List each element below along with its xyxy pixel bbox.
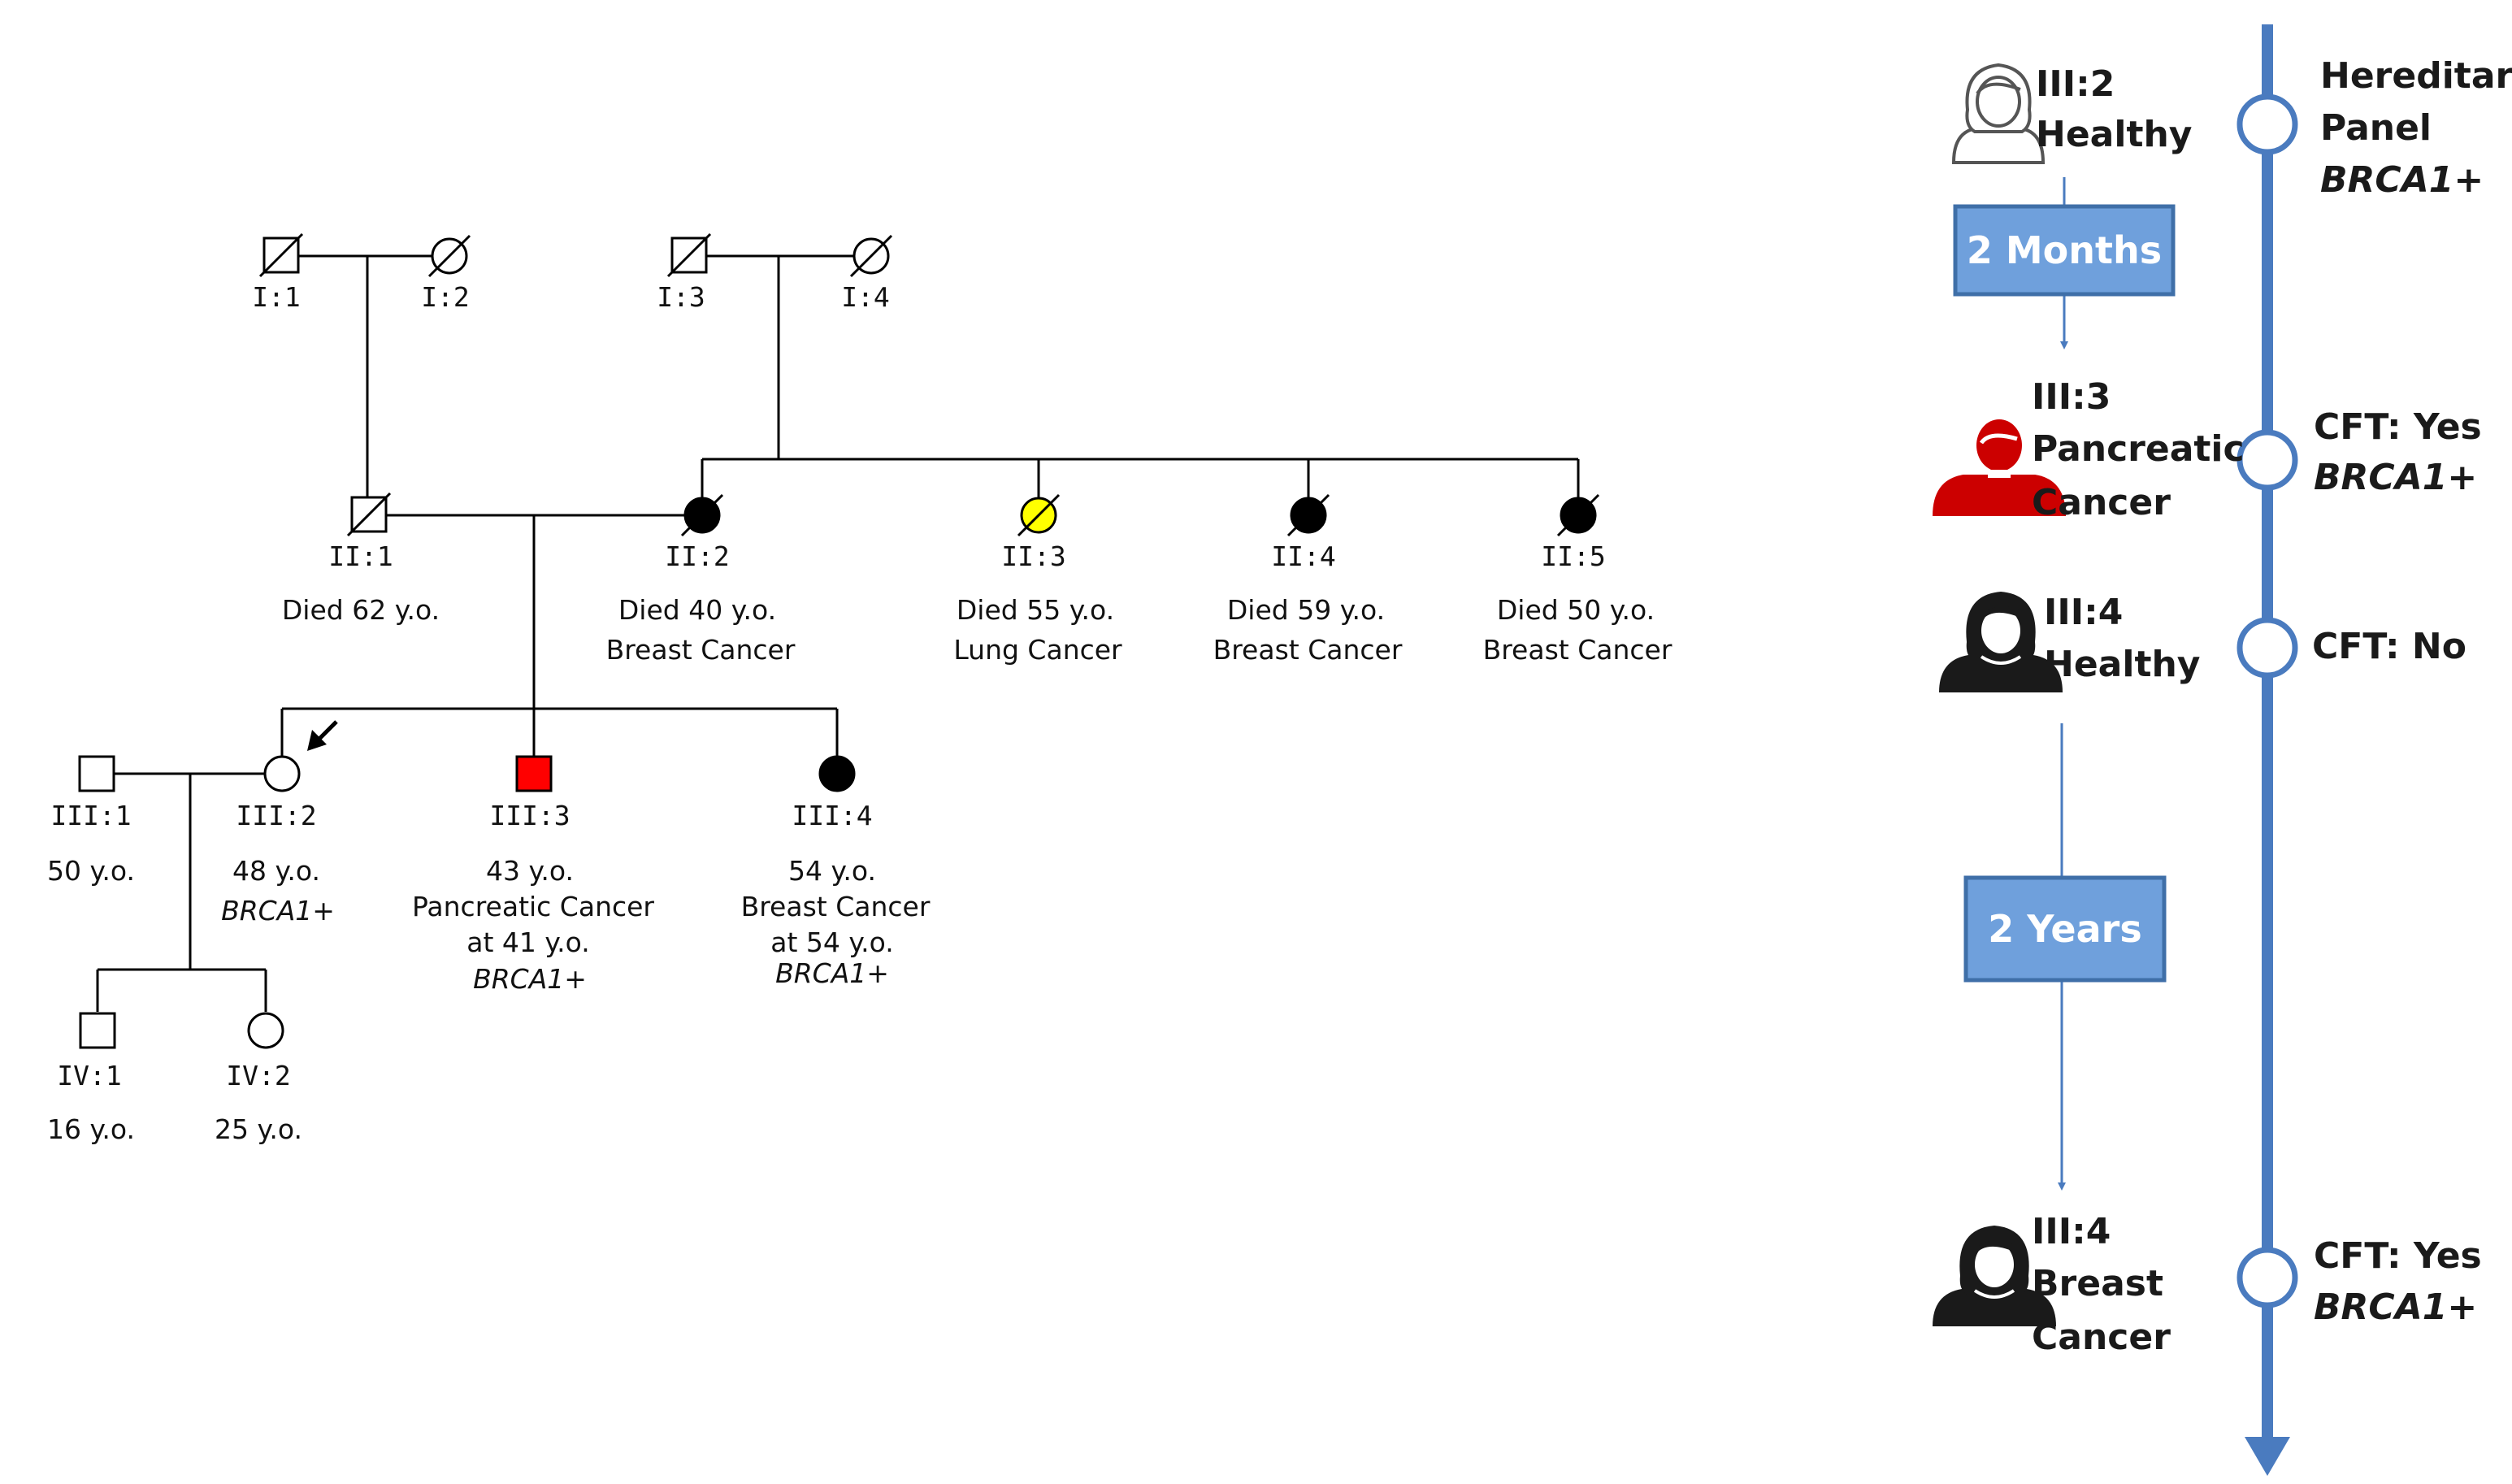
desc-II1-line1: Died 62 y.o. bbox=[282, 594, 440, 626]
interval-label-2: 2 Years bbox=[1988, 907, 2141, 951]
pedigree-lines bbox=[96, 254, 1580, 1012]
deceased-slash-II4 bbox=[1286, 493, 1330, 537]
gen1-individuals: I:1 I:2 I:3 I:4 bbox=[252, 232, 893, 313]
desc-III4-line1: 54 y.o. bbox=[788, 855, 876, 887]
woman-outline-icon bbox=[1951, 63, 2046, 164]
event4-person-line2: Breast bbox=[2032, 1263, 2163, 1304]
desc-III3-line3: at 41 y.o. bbox=[466, 926, 590, 958]
individual-IV1-square bbox=[79, 1012, 116, 1049]
timeline-node-2 bbox=[2237, 429, 2298, 491]
label-III1: III:1 bbox=[50, 800, 131, 831]
event1-person-line1: III:2 bbox=[2036, 63, 2115, 105]
interval-label-1: 2 Months bbox=[1967, 228, 2162, 272]
timeline-node-3 bbox=[2237, 617, 2298, 679]
timeline-node-4 bbox=[2237, 1247, 2298, 1308]
pedigree-chart: I:1 I:2 I:3 I:4 II:1 Died 62 y.o. II:2 D… bbox=[47, 232, 1672, 1145]
desc-II3-line2: Lung Cancer bbox=[953, 634, 1122, 666]
timeline-arrow-icon bbox=[2245, 1437, 2290, 1476]
deceased-slash-II3 bbox=[1017, 493, 1061, 537]
deceased-slash-I3 bbox=[666, 232, 712, 278]
timeline-node-1 bbox=[2237, 93, 2298, 155]
event3-test-line1: CFT: No bbox=[2312, 626, 2466, 667]
event1-test-line3: BRCA1+ bbox=[2320, 159, 2484, 201]
man-red-icon bbox=[1933, 419, 2066, 516]
label-I1: I:1 bbox=[252, 281, 301, 313]
gen3-individuals: III:1 50 y.o. III:2 48 y.o. BRCA1+ III:3… bbox=[47, 720, 931, 995]
desc-II2-line1: Died 40 y.o. bbox=[618, 594, 776, 626]
event1-person-line2: Healthy bbox=[2036, 114, 2192, 155]
desc-III1-line1: 50 y.o. bbox=[47, 855, 135, 887]
individual-III2-circle bbox=[263, 755, 301, 792]
desc-III2-line2: BRCA1+ bbox=[221, 895, 335, 926]
event2-test-line2: BRCA1+ bbox=[2314, 457, 2477, 498]
event1-test-line2: Panel bbox=[2320, 107, 2432, 149]
event2-person-line3: Cancer bbox=[2032, 482, 2171, 523]
desc-IV1-line1: 16 y.o. bbox=[47, 1113, 135, 1145]
desc-III4-line3: at 54 y.o. bbox=[770, 926, 894, 958]
desc-IV2-line1: 25 y.o. bbox=[215, 1113, 302, 1145]
deceased-slash-I2 bbox=[427, 234, 471, 278]
event4-person-line3: Cancer bbox=[2032, 1317, 2171, 1358]
desc-II4-line1: Died 59 y.o. bbox=[1227, 594, 1385, 626]
event1-test-line1: Hereditary bbox=[2320, 55, 2512, 97]
label-III3: III:3 bbox=[489, 800, 570, 831]
deceased-slash-I1 bbox=[258, 232, 304, 278]
label-III4: III:4 bbox=[792, 800, 872, 831]
label-II4: II:4 bbox=[1271, 540, 1335, 572]
label-II2: II:2 bbox=[665, 540, 729, 572]
desc-III3-line2: Pancreatic Cancer bbox=[412, 891, 654, 922]
woman-black-icon bbox=[1939, 592, 2063, 692]
timeline: 2 Months 2 Years bbox=[1933, 24, 2512, 1476]
individual-IV2-circle bbox=[247, 1012, 284, 1049]
individual-III1-square bbox=[78, 755, 115, 792]
interval-box-2: 2 Years bbox=[1963, 875, 2167, 983]
gen2-individuals: II:1 Died 62 y.o. II:2 Died 40 y.o. Brea… bbox=[282, 492, 1672, 666]
desc-III4-line2: Breast Cancer bbox=[741, 891, 931, 922]
woman-black-icon bbox=[1933, 1226, 2056, 1326]
desc-III2-line1: 48 y.o. bbox=[232, 855, 320, 887]
desc-II3-line1: Died 55 y.o. bbox=[957, 594, 1114, 626]
event2-test-line1: CFT: Yes bbox=[2314, 406, 2482, 448]
label-I4: I:4 bbox=[841, 281, 890, 313]
event3-person-line1: III:4 bbox=[2044, 592, 2123, 633]
desc-II5-line1: Died 50 y.o. bbox=[1497, 594, 1655, 626]
desc-II4-line2: Breast Cancer bbox=[1213, 634, 1403, 666]
label-II5: II:5 bbox=[1541, 540, 1605, 572]
label-I3: I:3 bbox=[657, 281, 705, 313]
event2-person-line2: Pancreatic bbox=[2032, 428, 2245, 470]
individual-III3-square bbox=[515, 755, 553, 792]
desc-II2-line2: Breast Cancer bbox=[606, 634, 796, 666]
label-II3: II:3 bbox=[1001, 540, 1065, 572]
deceased-slash-II2 bbox=[680, 493, 724, 537]
interval-box-1: 2 Months bbox=[1953, 204, 2176, 297]
deceased-slash-I4 bbox=[849, 234, 893, 278]
gen4-individuals: IV:1 16 y.o. IV:2 25 y.o. bbox=[47, 1012, 302, 1145]
event3-person-line2: Healthy bbox=[2044, 644, 2200, 685]
label-IV1: IV:1 bbox=[57, 1060, 121, 1091]
event4-test-line2: BRCA1+ bbox=[2314, 1287, 2477, 1328]
label-I2: I:2 bbox=[421, 281, 470, 313]
label-IV2: IV:2 bbox=[226, 1060, 290, 1091]
label-III2: III:2 bbox=[236, 800, 316, 831]
desc-III3-line1: 43 y.o. bbox=[486, 855, 574, 887]
desc-II5-line2: Breast Cancer bbox=[1483, 634, 1672, 666]
deceased-slash-II1 bbox=[346, 492, 392, 537]
event4-test-line1: CFT: Yes bbox=[2314, 1235, 2482, 1277]
proband-arrow-icon bbox=[307, 720, 338, 751]
label-II1: II:1 bbox=[328, 540, 393, 572]
desc-III3-line4: BRCA1+ bbox=[473, 963, 587, 995]
individual-III4-circle bbox=[818, 755, 856, 792]
desc-III4-line4: BRCA1+ bbox=[775, 957, 889, 989]
event4-person-line1: III:4 bbox=[2032, 1211, 2111, 1252]
event2-person-line1: III:3 bbox=[2032, 376, 2111, 418]
deceased-slash-II5 bbox=[1556, 493, 1600, 537]
